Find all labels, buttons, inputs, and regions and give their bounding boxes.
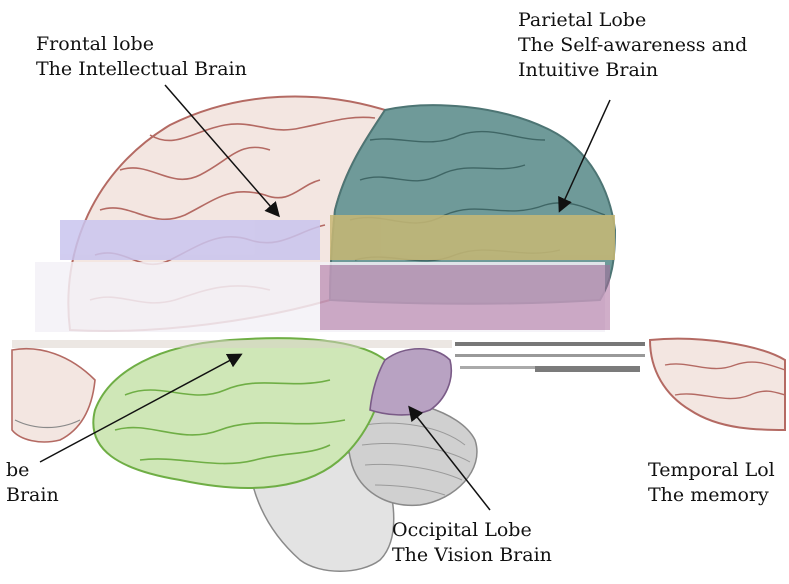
label-left-cut-line1: be [6, 458, 59, 483]
label-frontal: Frontal lobe The Intellectual Brain [36, 32, 247, 82]
label-parietal-line2: The Self-awareness and [518, 33, 747, 58]
label-parietal-line3: Intuitive Brain [518, 58, 747, 83]
left-cut-lobe [12, 349, 95, 442]
right-fragment [455, 339, 785, 430]
label-temporal-line2: The memory [648, 483, 775, 508]
label-left-cut: be Brain [6, 458, 59, 508]
label-parietal: Parietal Lobe The Self-awareness and Int… [518, 8, 747, 83]
image-glitch-bands [12, 215, 615, 348]
label-temporal: Temporal Lol The memory [648, 458, 775, 508]
label-frontal-line1: Frontal lobe [36, 32, 247, 57]
label-parietal-line1: Parietal Lobe [518, 8, 747, 33]
label-frontal-line2: The Intellectual Brain [36, 57, 247, 82]
label-occipital: Occipital Lobe The Vision Brain [392, 518, 552, 568]
label-temporal-line1: Temporal Lol [648, 458, 775, 483]
label-occipital-line2: The Vision Brain [392, 543, 552, 568]
label-left-cut-line2: Brain [6, 483, 59, 508]
label-occipital-line1: Occipital Lobe [392, 518, 552, 543]
